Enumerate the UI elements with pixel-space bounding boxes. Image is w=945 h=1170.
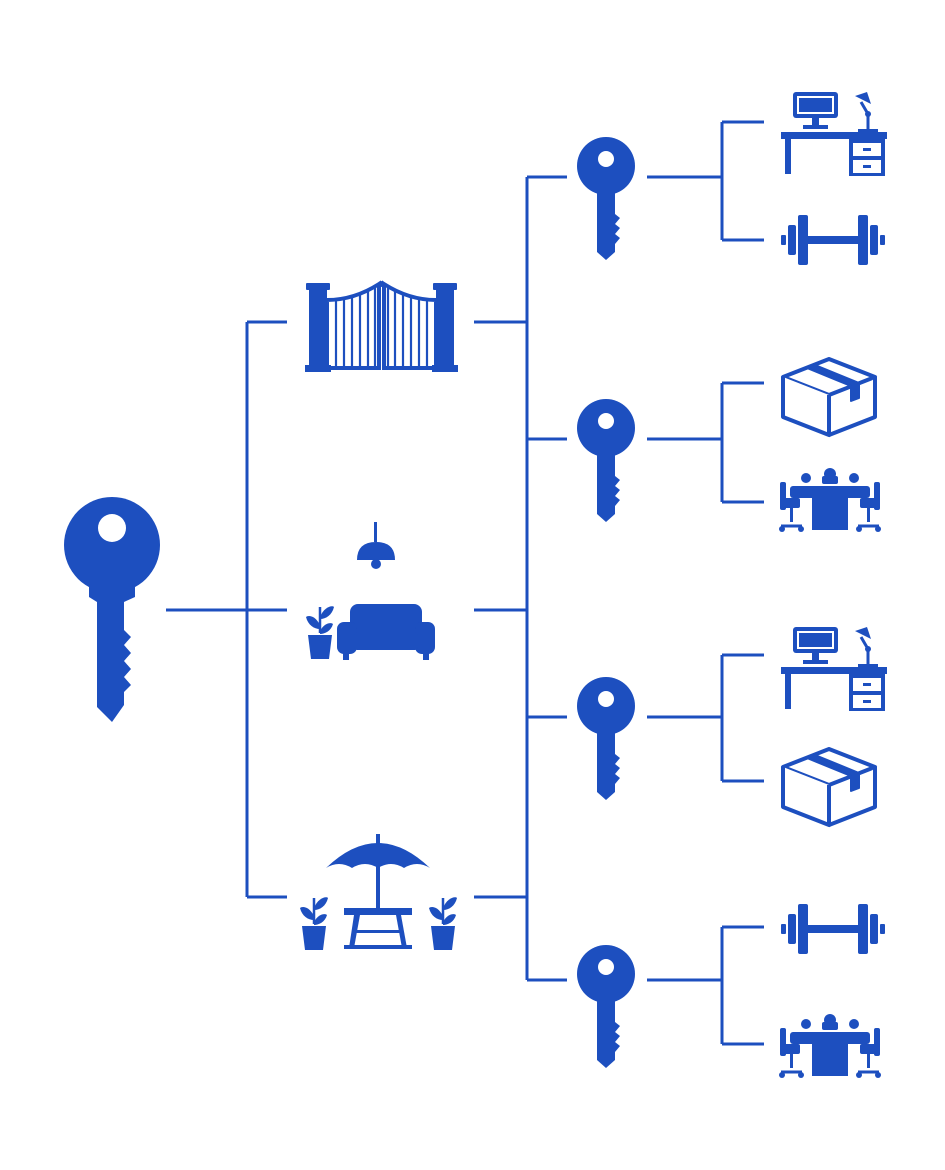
lounge-icon xyxy=(304,522,435,661)
key-icon xyxy=(577,677,635,800)
potted-plant-icon xyxy=(427,896,459,952)
key-icon xyxy=(577,137,635,260)
gate-icon xyxy=(305,280,458,372)
box-icon xyxy=(781,357,877,437)
meeting-room-icon xyxy=(777,466,883,534)
potted-plant-icon xyxy=(298,896,330,952)
meeting-room-icon xyxy=(777,1012,883,1080)
key-icon xyxy=(577,399,635,522)
dumbbell-icon xyxy=(781,215,885,265)
office-desk-icon xyxy=(779,625,889,713)
sofa-icon xyxy=(337,604,435,660)
office-desk-icon xyxy=(779,90,889,178)
box-icon xyxy=(781,747,877,827)
patio-table-icon xyxy=(344,908,412,949)
pendant-lamp-icon xyxy=(357,522,395,569)
potted-plant-icon xyxy=(304,605,336,661)
key-icon xyxy=(577,945,635,1068)
patio-icon xyxy=(298,834,459,952)
dumbbell-icon xyxy=(781,904,885,954)
master-key-icon xyxy=(64,497,160,722)
connector-lines xyxy=(166,120,764,1046)
umbrella-icon xyxy=(326,834,430,912)
